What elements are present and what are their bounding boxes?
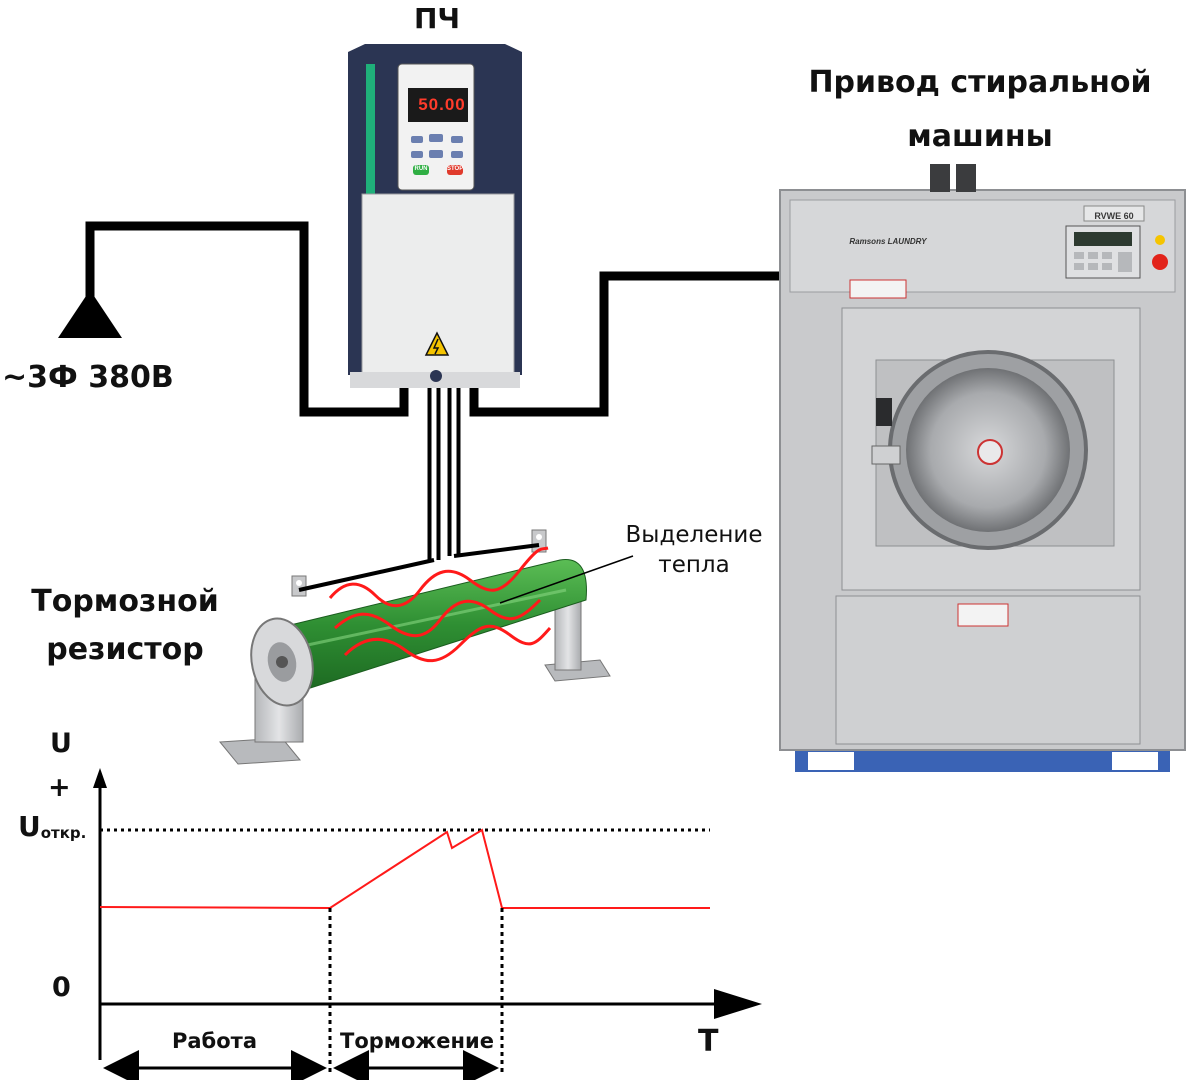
motor-wire [469,271,792,417]
washer-drive-label-line1: Привод стиральной [808,65,1152,100]
washer-drive-label: Привод стиральной машины [760,56,1200,164]
vfd-unit [348,44,522,388]
heat-label-line2: тепла [658,552,730,578]
x-axis-label: T [698,1024,719,1059]
brake-resistor [218,529,634,765]
y-axis-label: U [50,728,72,759]
heat-label: Выделение тепла [614,520,774,580]
vfd-display-screen [408,88,468,122]
washer-drive-label-line2: машины [907,119,1053,154]
washer-model-plate: RVWE 60 [1094,211,1134,221]
vfd-label: ПЧ [414,2,461,35]
supply-ground-symbol [58,290,122,338]
vfd-stop-button [447,165,463,175]
resistor-label: Тормозной резистор [20,578,230,674]
heat-label-line1: Выделение [625,522,763,548]
washing-machine [779,164,1186,772]
washer-brand-logo: Ramsons LAUNDRY [849,237,927,246]
vfd-display-value: 50.00 [418,95,466,114]
phase-work-label: Работа [172,1029,257,1053]
supply-label: ~3Ф 380В [2,360,174,395]
supply-wire [85,221,409,417]
voltage-graph [93,768,762,1080]
resistor-label-line2: резистор [46,632,204,667]
vfd-run-button [413,165,429,175]
heat-pointer [499,555,634,604]
vfd-run-label: RUN [414,166,428,172]
wiring [85,221,792,417]
heat-waves [328,546,552,663]
phase-brake-label: Торможение [340,1029,494,1053]
resistor-label-line1: Тормозной [31,584,219,619]
voltage-curve [99,828,710,910]
x-axis-arrow [714,989,762,1019]
resistor-wires [427,385,461,560]
hazard-icon [424,331,450,356]
y-axis-plus: + [48,772,71,803]
vfd-stop-label: STOP [447,166,464,172]
threshold-label-main: U [18,810,41,843]
zero-label: 0 [52,972,71,1003]
emergency-stop-icon [1152,254,1168,270]
threshold-label-sub: откр. [40,824,87,842]
terminal-link [298,558,435,592]
y-axis-arrow [93,768,107,788]
threshold-label: Uоткр. [18,810,86,843]
